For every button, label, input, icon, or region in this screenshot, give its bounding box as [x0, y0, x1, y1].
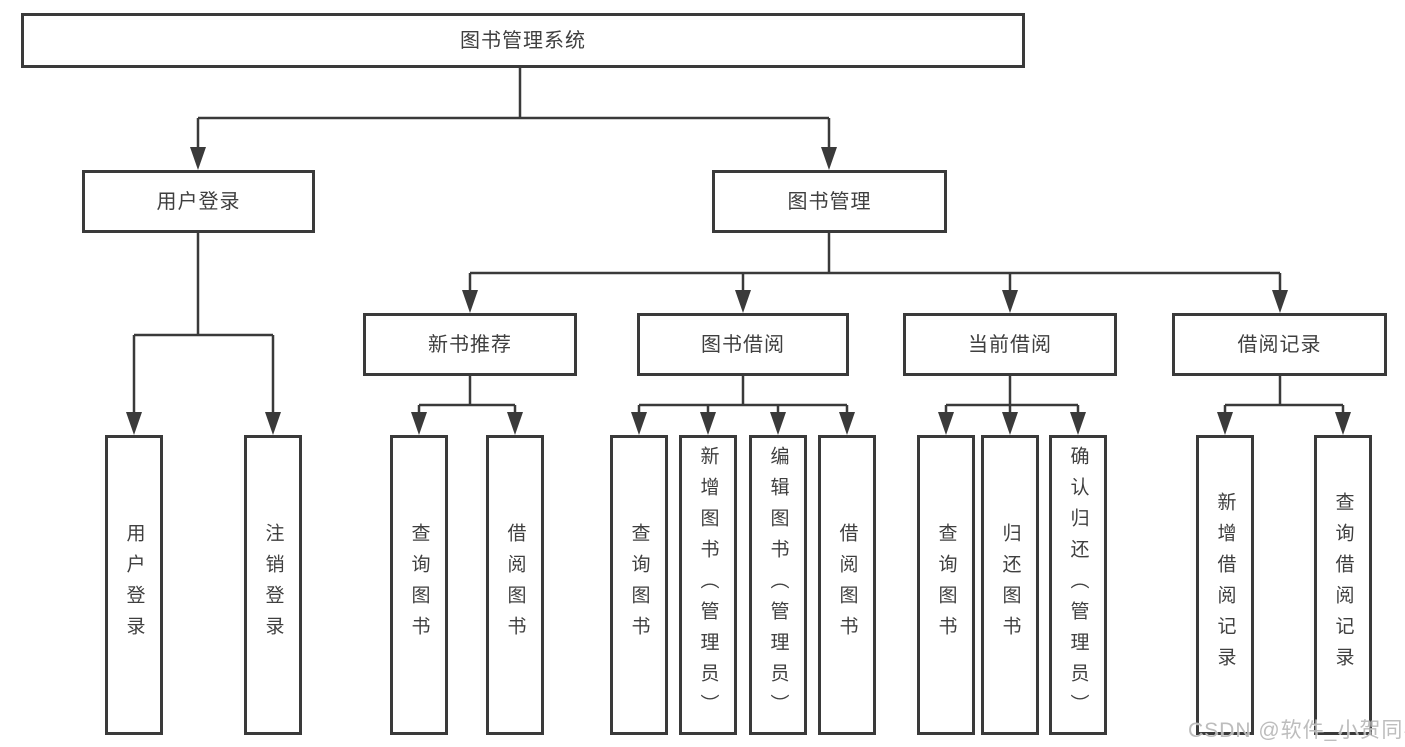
node-leaf-user-login: 用户登录: [105, 435, 163, 735]
node-leaf-logout: 注销登录: [244, 435, 302, 735]
node-leaf-edit-books-admin: 编辑图书（管理员）: [749, 435, 807, 735]
node-leaf-query-books-current: 查询图书: [917, 435, 975, 735]
node-book-borrowing: 图书借阅: [637, 313, 849, 376]
node-borrowing-records: 借阅记录: [1172, 313, 1387, 376]
arrowheads: [126, 147, 1351, 435]
node-leaf-add-books-admin: 新增图书（管理员）: [679, 435, 737, 735]
node-current-borrowing: 当前借阅: [903, 313, 1117, 376]
node-leaf-borrow-books-recommend: 借阅图书: [486, 435, 544, 735]
node-system-root: 图书管理系统: [21, 13, 1025, 68]
node-leaf-query-books-borrow: 查询图书: [610, 435, 668, 735]
node-user-login-group: 用户登录: [82, 170, 315, 233]
node-leaf-query-books-recommend: 查询图书: [390, 435, 448, 735]
node-leaf-confirm-return-admin: 确认归还（管理员）: [1049, 435, 1107, 735]
node-leaf-borrow-books: 借阅图书: [818, 435, 876, 735]
csdn-watermark: CSDN @软件_小贺同学: [1188, 719, 1405, 742]
node-book-management-group: 图书管理: [712, 170, 947, 233]
node-leaf-add-borrow-record: 新增借阅记录: [1196, 435, 1254, 735]
node-leaf-return-books: 归还图书: [981, 435, 1039, 735]
node-new-book-recommendation: 新书推荐: [363, 313, 577, 376]
node-leaf-query-borrow-record: 查询借阅记录: [1314, 435, 1372, 735]
